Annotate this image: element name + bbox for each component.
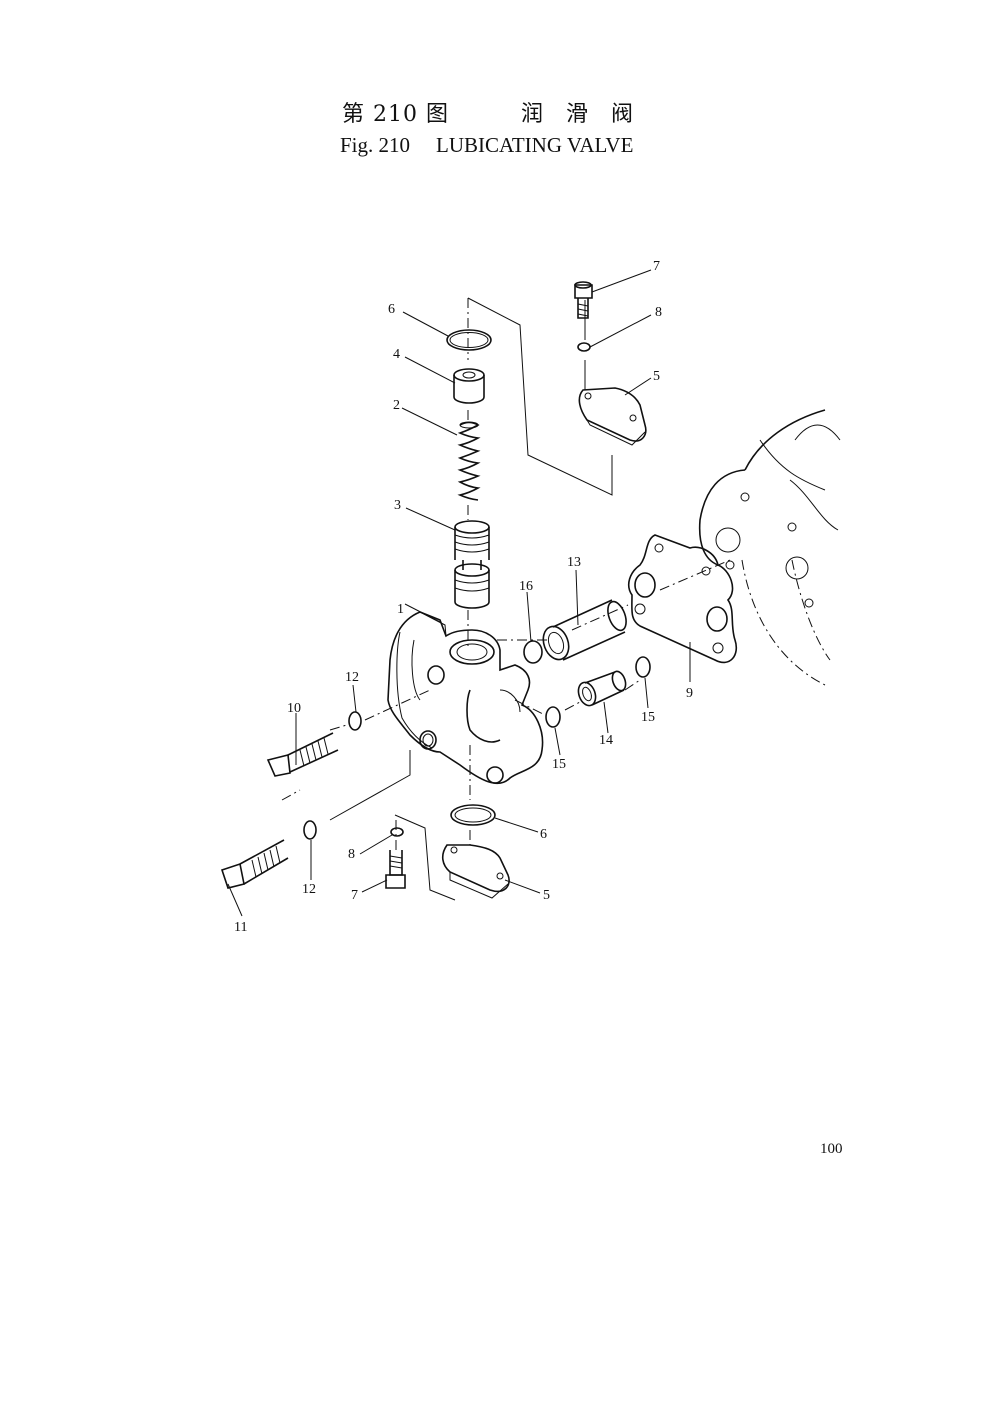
callout-11: 11 — [234, 920, 247, 935]
callout-5-bottom: 5 — [543, 888, 550, 903]
valve-body-part-1 — [387, 611, 544, 784]
callout-6-top: 6 — [388, 302, 395, 317]
washer-part-8-top — [577, 342, 591, 352]
bolt-part-7-top — [574, 281, 593, 319]
callout-10: 10 — [287, 701, 301, 716]
callout-14: 14 — [599, 733, 613, 748]
valve-spool-part-3 — [454, 520, 490, 609]
callout-9: 9 — [686, 686, 693, 701]
o-ring-part-6-top — [446, 329, 492, 351]
o-ring-part-16 — [523, 640, 543, 664]
callout-15-left: 15 — [552, 757, 566, 772]
sleeve-part-4 — [453, 368, 485, 404]
callout-5-top: 5 — [653, 369, 660, 384]
callout-1: 1 — [397, 602, 404, 617]
callout-8-bottom: 8 — [348, 847, 355, 862]
callout-2: 2 — [393, 398, 400, 413]
callout-3: 3 — [394, 498, 401, 513]
pipe-part-13 — [542, 599, 627, 661]
callout-8-top: 8 — [655, 305, 662, 320]
bolt-part-7-bottom — [385, 850, 406, 889]
cover-part-5-top — [578, 387, 647, 446]
callout-7-top: 7 — [653, 259, 660, 274]
page-number: 100 — [820, 1141, 843, 1157]
figure-title-english: Fig. 210 LUBICATING VALVE — [340, 133, 633, 158]
part-name-cn: 润 滑 阀 — [520, 102, 641, 127]
o-ring-part-15-right — [635, 656, 651, 678]
washer-part-12-upper — [348, 711, 362, 731]
callout-6-bottom: 6 — [540, 827, 547, 842]
callout-labels: 1 2 3 4 5 5 6 6 7 7 8 8 9 10 11 12 12 13… — [234, 259, 693, 935]
gasket-part-9 — [628, 534, 737, 664]
figure-number-en: Fig. 210 — [340, 133, 411, 157]
washer-part-8-bottom — [390, 827, 404, 837]
o-ring-part-15-left — [545, 706, 561, 728]
callout-15-right: 15 — [641, 710, 655, 725]
callout-12-lower: 12 — [302, 882, 316, 897]
callout-7-bottom: 7 — [351, 888, 358, 903]
assembly-centerlines — [281, 297, 731, 901]
callout-13: 13 — [567, 555, 581, 570]
callout-4: 4 — [393, 347, 400, 362]
bolt-part-10 — [266, 732, 339, 777]
callout-leader-lines — [227, 269, 691, 917]
bolt-part-11 — [220, 839, 289, 889]
figure-number-cn: 第 210 图 — [342, 102, 449, 127]
callout-16: 16 — [519, 579, 533, 594]
cover-part-5-bottom — [441, 844, 510, 899]
washer-part-12-lower — [303, 820, 317, 840]
o-ring-part-6-bottom — [450, 804, 496, 826]
plug-part-14 — [577, 670, 627, 707]
transmission-housing — [698, 409, 841, 686]
callout-12-upper: 12 — [345, 670, 359, 685]
spring-part-2 — [457, 421, 481, 501]
figure-title-chinese: 第 210 图 润 滑 阀 — [342, 96, 641, 128]
part-name-en: LUBICATING VALVE — [436, 133, 634, 157]
